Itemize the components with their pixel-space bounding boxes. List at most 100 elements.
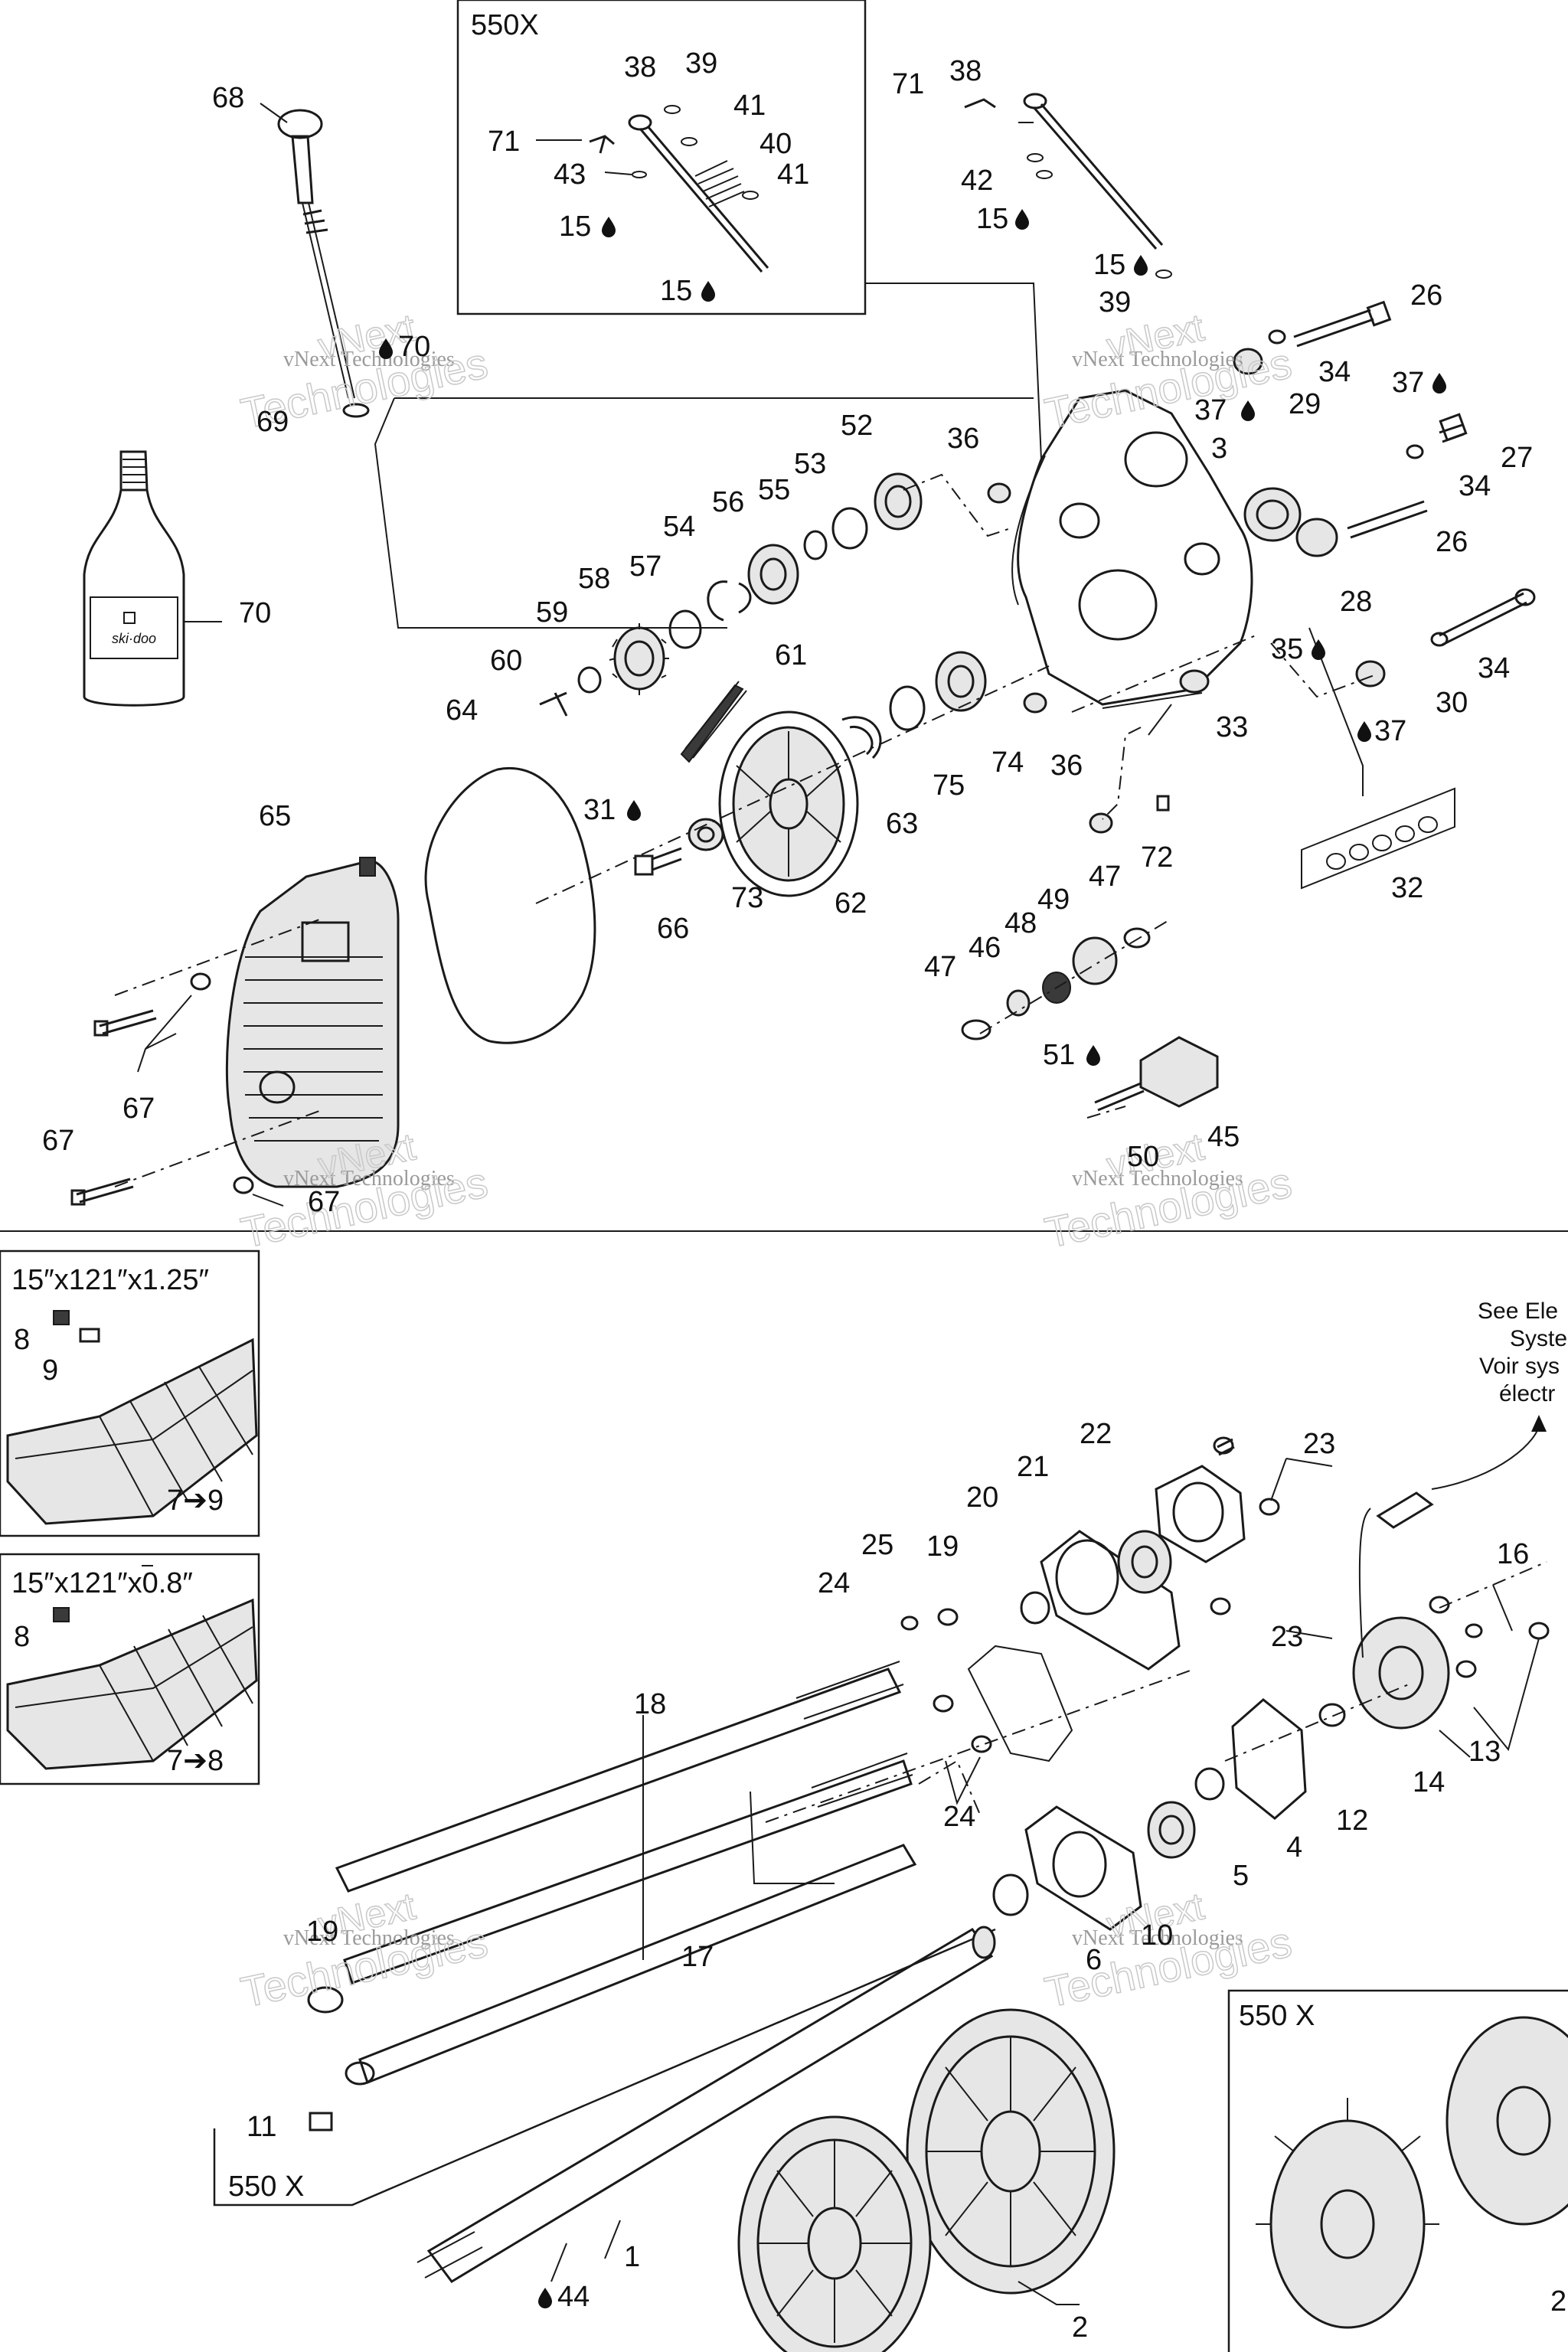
note-line-2: Syste <box>1510 1326 1567 1351</box>
gearbox-housing <box>1011 389 1302 709</box>
callout-47-b: 47 <box>924 951 956 983</box>
oil-drop-icon <box>627 800 641 821</box>
callout-41-a: 41 <box>733 90 766 122</box>
callout-36-a: 36 <box>947 423 979 455</box>
track-belt-2 <box>6 1598 258 1770</box>
variant-label-top: 550X <box>471 9 539 41</box>
callout-18: 18 <box>634 1688 666 1720</box>
svg-text:vNext Technologies: vNext Technologies <box>1072 348 1243 371</box>
callout-54: 54 <box>663 511 695 543</box>
callout-35: 35 <box>1271 633 1303 665</box>
callout-15-a: 15 <box>559 211 591 243</box>
note-arrow <box>1431 1423 1540 1490</box>
callout-39-box: 39 <box>685 47 717 80</box>
callout-2-b: 2 <box>1550 2285 1566 2318</box>
variant-box-550x-top: 550X <box>456 0 867 315</box>
track-range-1: 7➔9 <box>167 1485 224 1517</box>
watermark-5: vNext Technologies Technologies vNext <box>237 1884 492 2017</box>
oil-bottle-part: ski·doo <box>83 450 185 707</box>
cover-bolts <box>70 972 254 1206</box>
callout-34-a: 34 <box>1318 356 1351 388</box>
callout-59: 59 <box>536 596 568 629</box>
callout-38: 38 <box>949 55 982 87</box>
callout-20: 20 <box>966 1481 998 1514</box>
callout-15-b: 15 <box>660 275 692 307</box>
callout-3: 3 <box>1211 433 1227 465</box>
callout-8b: 8 <box>14 1621 30 1653</box>
oil-drop-icon <box>1241 400 1255 421</box>
callout-5: 5 <box>1233 1860 1249 1892</box>
drive-shaft-18 <box>335 1661 904 1893</box>
watermark-4: vNext Technologies Technologies vNext <box>1040 1125 1296 1258</box>
track-size-2: 15″x121″x0.8″ <box>11 1567 193 1599</box>
callout-26-a: 26 <box>1410 279 1442 312</box>
callout-33: 33 <box>1216 711 1248 743</box>
track-box-2: 15″x121″x0.8″ 8 7➔8 <box>0 1553 260 1785</box>
track-belt-1 <box>6 1338 258 1525</box>
callout-53: 53 <box>794 448 826 480</box>
callout-67-a: 67 <box>122 1093 155 1125</box>
callout-42: 42 <box>961 165 993 197</box>
callout-60: 60 <box>490 645 522 677</box>
callout-63: 63 <box>886 808 918 840</box>
callout-73: 73 <box>731 882 763 914</box>
callout-38-box: 38 <box>624 51 656 83</box>
svg-text:vNext Technologies: vNext Technologies <box>1072 1167 1243 1191</box>
callout-72: 72 <box>1141 841 1173 874</box>
callout-56: 56 <box>712 486 744 518</box>
driven-gear-large <box>718 710 859 897</box>
shift-pin-right <box>964 93 1172 279</box>
upper-shaft-bearings <box>668 472 1170 834</box>
callout-65: 65 <box>259 800 291 832</box>
callout-12: 12 <box>1336 1805 1368 1837</box>
callout-67-c: 67 <box>308 1186 340 1218</box>
callout-labels: 68 70 69 70 38 39 41 40 41 71 43 15 15 7… <box>42 47 1566 2344</box>
callout-70-bottle: 70 <box>239 597 271 629</box>
note-line-4: électr <box>1499 1381 1555 1406</box>
variant-box-550x-bottom-right: 550 X <box>1227 1989 1568 2352</box>
drive-shaft-1 <box>309 1844 996 2283</box>
callout-4: 4 <box>1286 1831 1302 1864</box>
callout-11: 11 <box>247 2111 276 2143</box>
svg-text:vNext Technologies: vNext Technologies <box>283 1167 455 1191</box>
track-box-1: 15″x121″x1.25″ 8 9 7➔9 <box>0 1250 260 1537</box>
callout-1: 1 <box>624 2241 640 2273</box>
callout-37-b: 37 <box>1392 367 1424 399</box>
oil-drop-icon <box>1432 373 1446 394</box>
svg-text:vNext Technologies: vNext Technologies <box>283 348 455 371</box>
drive-shaft-17 <box>307 1753 913 2014</box>
callout-45: 45 <box>1207 1121 1240 1153</box>
oil-drop-icon <box>1312 639 1325 660</box>
note-line-3: Voir sys <box>1479 1354 1560 1379</box>
track-clip-part-2 <box>53 1607 70 1622</box>
callout-36-b: 36 <box>1050 750 1083 782</box>
callout-37-a: 37 <box>1194 394 1227 426</box>
shift-pin-550x <box>589 105 769 273</box>
variant-label-bottom-right: 550 X <box>1239 2000 1315 2032</box>
oil-drop-icon <box>1086 1045 1100 1066</box>
watermark-2: vNext Technologies Technologies vNext <box>1040 305 1296 439</box>
callout-21: 21 <box>1017 1451 1049 1483</box>
oil-drop-icon <box>1357 721 1371 742</box>
oil-drop-icon <box>701 281 715 302</box>
callout-15-d: 15 <box>1093 249 1125 281</box>
callout-30: 30 <box>1436 687 1468 719</box>
callout-23-b: 23 <box>1271 1621 1303 1653</box>
gearbox-cover <box>225 857 400 1188</box>
track-guide-part <box>79 1328 100 1343</box>
callout-57: 57 <box>629 550 662 583</box>
callout-48: 48 <box>1004 907 1037 939</box>
callout-6: 6 <box>1086 1944 1102 1976</box>
callout-26-b: 26 <box>1436 526 1468 558</box>
callout-24-b: 24 <box>943 1801 975 1833</box>
callout-61: 61 <box>775 639 807 671</box>
callout-28: 28 <box>1340 586 1372 618</box>
callout-24-a: 24 <box>818 1567 850 1599</box>
drive-chain <box>680 681 747 763</box>
callout-17: 17 <box>681 1941 714 1973</box>
callout-29: 29 <box>1289 388 1321 420</box>
callout-49: 49 <box>1037 884 1070 916</box>
callout-15-c: 15 <box>976 203 1008 235</box>
callout-32: 32 <box>1391 872 1423 904</box>
